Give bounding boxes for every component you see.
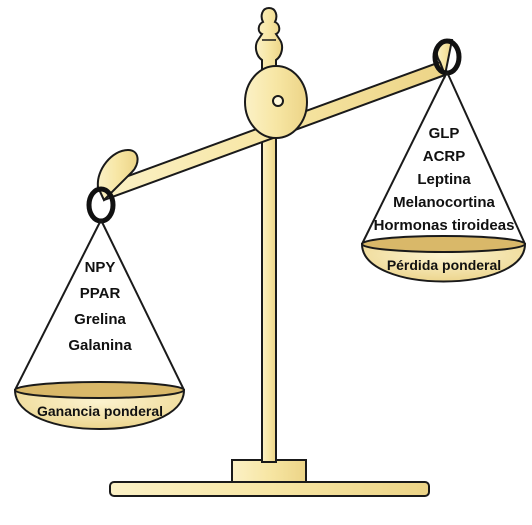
left-item-grelina: Grelina	[74, 311, 126, 328]
right-pan	[360, 71, 527, 283]
right-pan-labels: GLP ACRP Leptina Melanocortina Hormonas …	[374, 125, 515, 273]
scale-base	[109, 459, 430, 497]
right-item-melanocortina: Melanocortina	[393, 194, 495, 211]
right-pan-caption: Pérdida ponderal	[387, 257, 501, 273]
left-pan-labels: NPY PPAR Grelina Galanina Ganancia ponde…	[37, 259, 163, 419]
right-item-hormonas-tiroideas: Hormonas tiroideas	[374, 217, 515, 234]
right-item-glp: GLP	[429, 125, 460, 142]
left-pan-caption: Ganancia ponderal	[37, 403, 163, 419]
right-item-acrp: ACRP	[423, 148, 466, 165]
left-item-ppar: PPAR	[80, 285, 121, 302]
right-item-leptina: Leptina	[417, 171, 471, 188]
left-pan	[13, 219, 186, 430]
left-item-galanina: Galanina	[68, 337, 132, 354]
left-item-npy: NPY	[85, 259, 116, 276]
